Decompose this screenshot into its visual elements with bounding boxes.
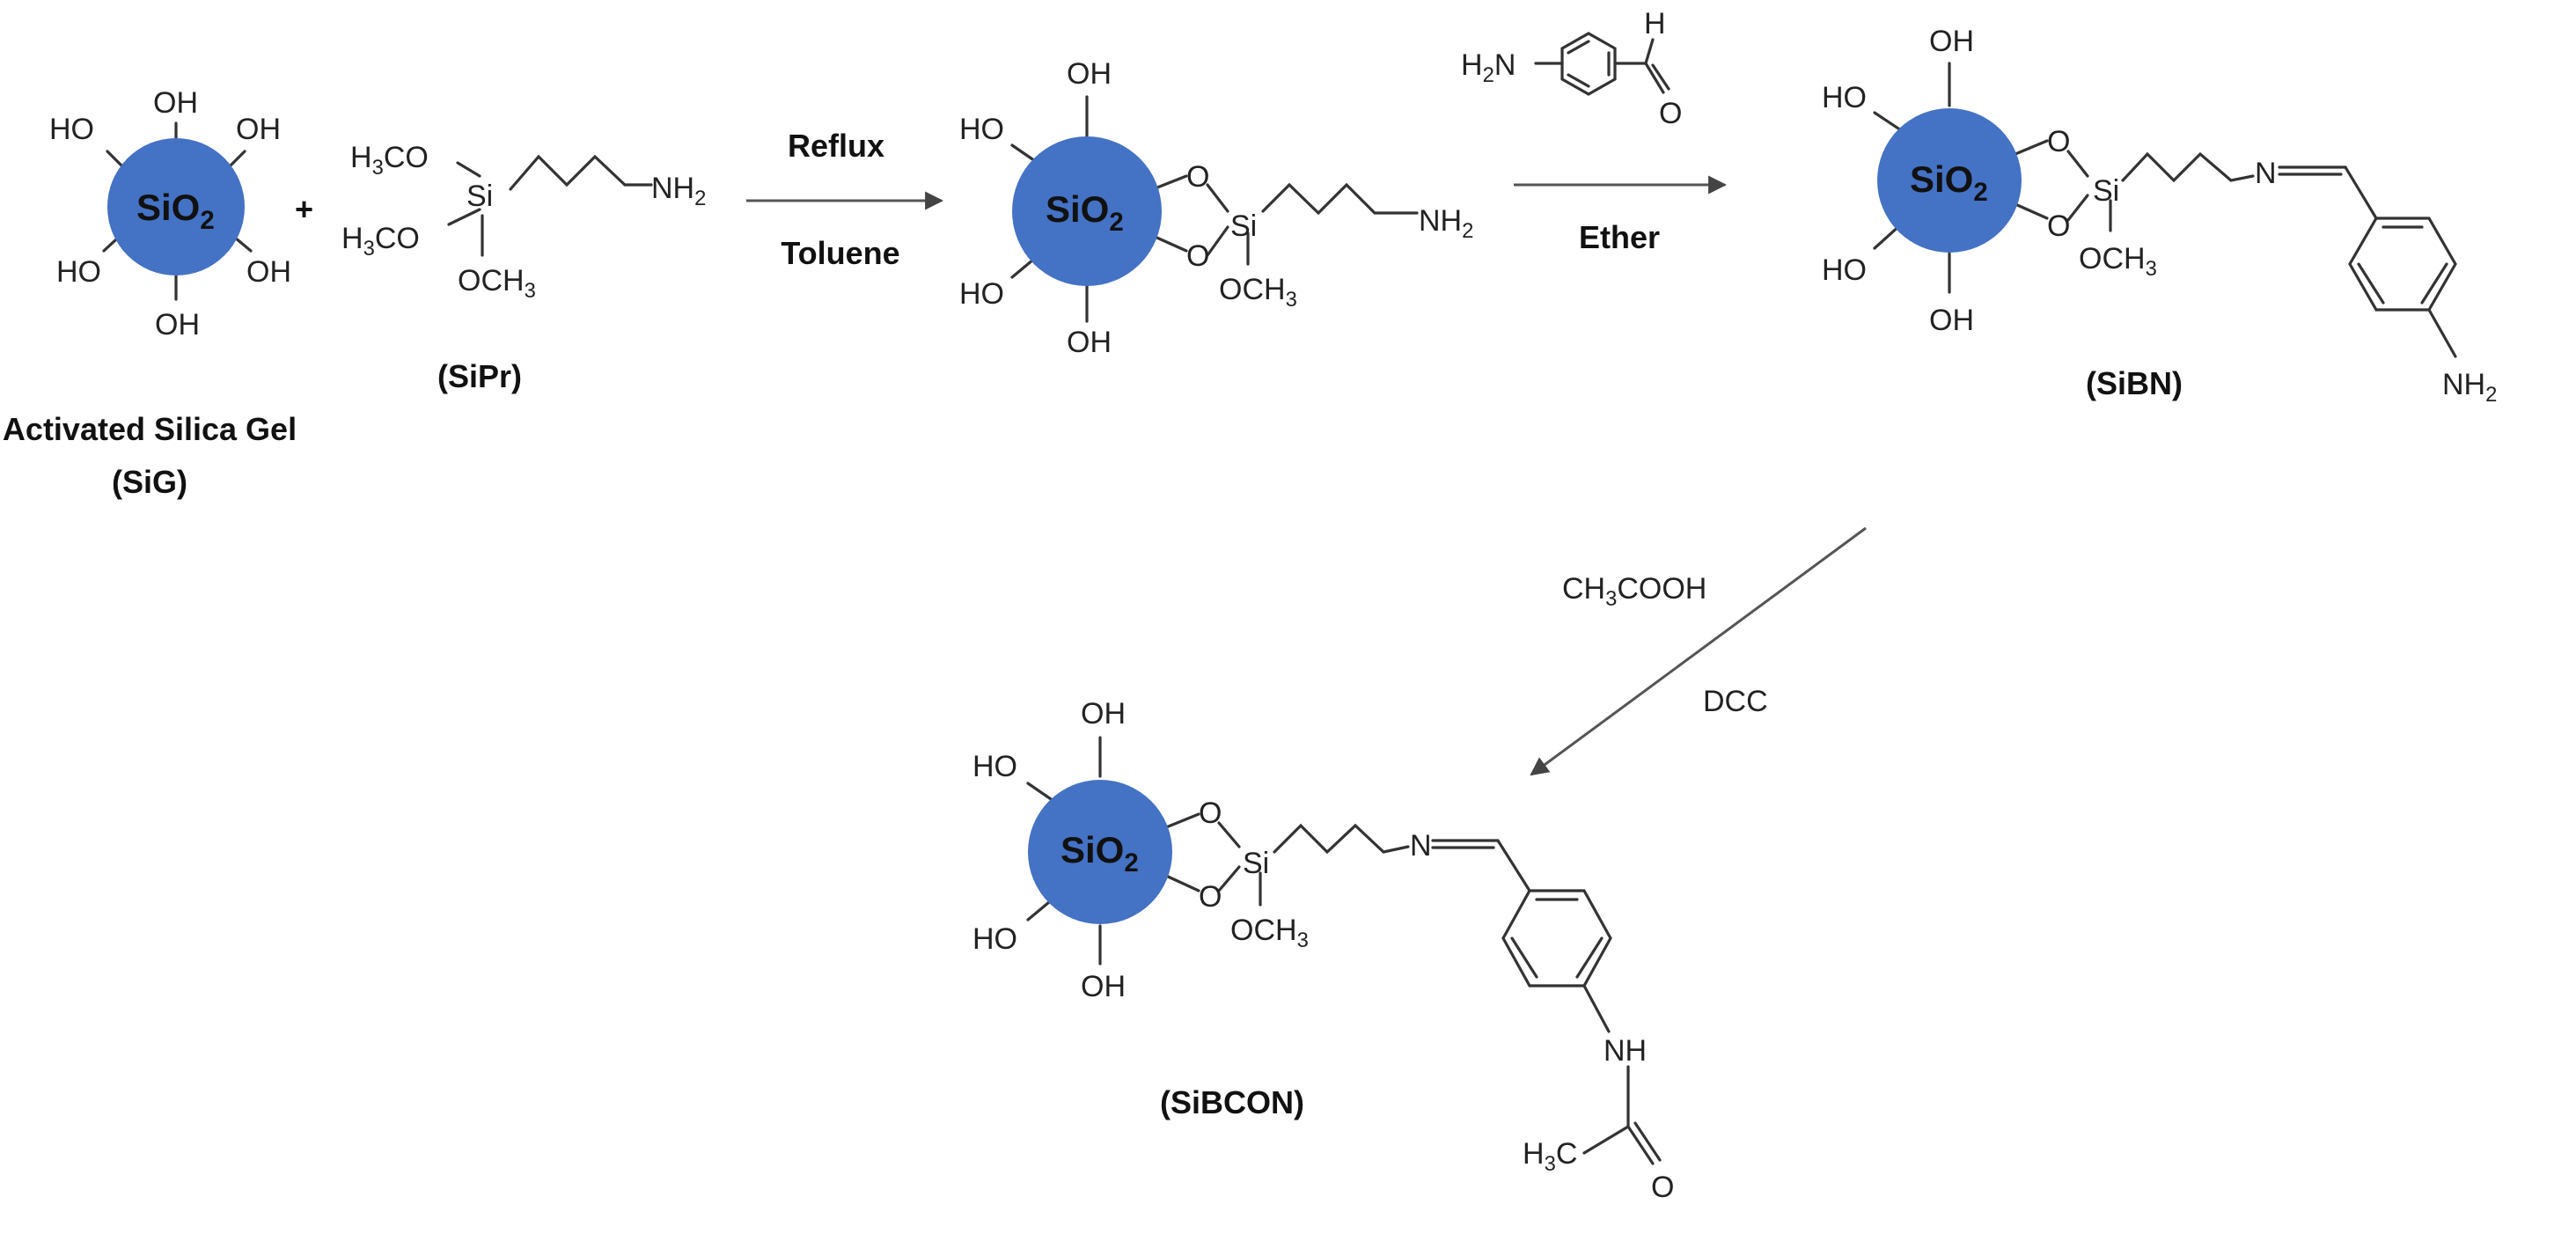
sibcon-core-label: SiO2 — [1060, 829, 1139, 878]
sibn-nh2-label: NH2 — [2442, 368, 2497, 407]
sibn-imine-n: N — [2255, 157, 2277, 190]
sibcon-o-lower: O — [1199, 880, 1222, 914]
sipr-si-label: Si — [466, 180, 493, 213]
intermediate-ho-upper: HO — [959, 113, 1004, 146]
sibn-code-label: (SiBN) — [2086, 365, 2183, 401]
sibcon-ho-lower: HO — [972, 922, 1017, 956]
sibn-core-label: SiO2 — [1910, 158, 1988, 207]
step3-reagent: CH3COOH — [1562, 572, 1706, 611]
aminopropyl-trimethoxysilane: H3CO Si H3CO OCH3 NH2 (SiPr) — [341, 141, 706, 394]
intermediate-oh-top: OH — [1067, 57, 1112, 91]
intermediate-o-lower: O — [1186, 239, 1209, 273]
sipr-och3-label: OCH3 — [458, 264, 536, 303]
sig-oh-top: OH — [153, 86, 198, 120]
intermediate-core-label: SiO2 — [1046, 188, 1124, 237]
sig-core-label: SiO2 — [136, 187, 215, 235]
sig-silica-core — [107, 138, 245, 275]
sipr-nh2-label: NH2 — [651, 172, 706, 210]
sibcon-o-upper: O — [1199, 797, 1222, 830]
intermediate-o-upper: O — [1186, 160, 1209, 194]
reaction-step-3: CH3COOH DCC — [1530, 526, 1867, 776]
step2-condition-bottom: Ether — [1579, 219, 1660, 255]
sibn-o-upper: O — [2047, 125, 2070, 158]
sibn-o-lower: O — [2047, 209, 2070, 243]
intermediate-ho-lower: HO — [959, 277, 1004, 311]
step1-condition-top: Reflux — [788, 128, 884, 164]
intermediate-oh-bottom: OH — [1067, 326, 1112, 359]
step1-condition-bottom: Toluene — [781, 235, 899, 271]
sibn-oh-top: OH — [1929, 25, 1974, 58]
sibcon-h3c-label: H3C — [1523, 1137, 1577, 1176]
sibcon-och3-label: OCH3 — [1230, 914, 1309, 952]
sibcon-amide-nh: NH — [1604, 1034, 1647, 1068]
sig-oh-upper-right: OH — [236, 113, 281, 146]
sibcon-carbonyl-o: O — [1651, 1171, 1674, 1204]
sig-code-label: (SiG) — [112, 464, 187, 500]
sig-ho-lower-left: HO — [56, 255, 101, 289]
sig-ho-upper-left: HO — [49, 113, 94, 146]
sibn-oh-bottom: OH — [1929, 304, 1974, 337]
sipr-code-label: (SiPr) — [437, 358, 522, 394]
plus-sign: + — [295, 191, 313, 227]
sibn-ho-upper: HO — [1822, 81, 1867, 114]
sibcon-oh-bottom: OH — [1081, 970, 1126, 1003]
sipr-h3co-top: H3CO — [350, 141, 429, 180]
reagent-aldehyde-o: O — [1659, 97, 1682, 130]
sibn-product: SiO2 OH HO HO OH O O Si OCH3 N NH2 (SiBN… — [1822, 25, 2497, 407]
sibn-si-label: Si — [2093, 174, 2119, 208]
sig-oh-lower-right: OH — [246, 255, 291, 289]
sibn-ho-lower: HO — [1822, 253, 1867, 287]
activated-silica-gel: SiO2 OH OH OH OH HO HO Activated Silica … — [3, 86, 297, 500]
sibcon-product: SiO2 OH HO HO OH O O Si OCH3 N NH H3C O … — [972, 697, 1674, 1204]
step3-coupling-agent: DCC — [1703, 685, 1768, 718]
sipr-bonds — [447, 154, 653, 257]
sibcon-code-label: (SiBCON) — [1160, 1084, 1304, 1120]
sibcon-oh-top: OH — [1081, 697, 1126, 731]
sibcon-imine-n: N — [1410, 829, 1432, 863]
reagent-h2n-label: H2N — [1461, 48, 1516, 87]
sibcon-ho-upper: HO — [972, 750, 1017, 783]
reagent-aldehyde-h: H — [1644, 7, 1666, 40]
sipr-h3co-bottom: H3CO — [341, 222, 420, 261]
intermediate-bonds — [1010, 95, 1419, 323]
aminobenzaldehyde-reagent — [1534, 32, 1670, 96]
step3-arrow — [1530, 526, 1867, 776]
sig-name-label: Activated Silica Gel — [3, 411, 297, 447]
intermediate-nh2-label: NH2 — [1419, 204, 1473, 243]
intermediate-silica-core — [1012, 136, 1162, 286]
intermediate-si-label: Si — [1230, 209, 1257, 243]
aminopropyl-silica-intermediate: SiO2 OH HO HO OH O O Si OCH3 NH2 — [959, 57, 1473, 359]
intermediate-och3-label: OCH3 — [1219, 273, 1297, 312]
sibcon-silica-core — [1028, 780, 1172, 924]
sibn-silica-core — [1877, 108, 2022, 253]
sibcon-si-label: Si — [1243, 847, 1269, 880]
sibn-och3-label: OCH3 — [2079, 242, 2157, 281]
reaction-step-2: H2N H O Ether — [1461, 7, 1728, 255]
sig-oh-bottom: OH — [155, 308, 200, 341]
reaction-step-1: Reflux Toluene — [746, 128, 944, 271]
